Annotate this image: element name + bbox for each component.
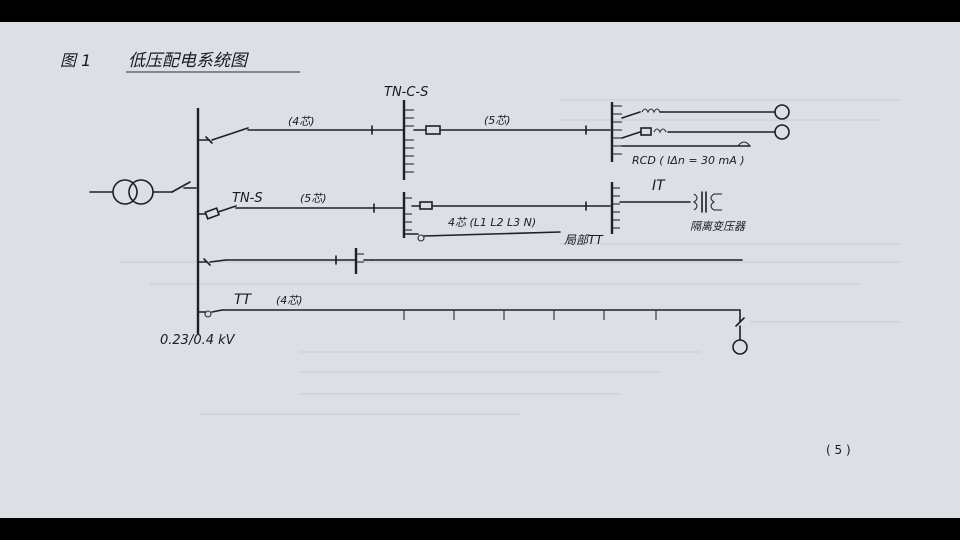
label-four-core-l: 4芯 (L1 L2 L3 N) (448, 216, 536, 229)
tncs-distribution-bus: TN-C-S (384, 85, 428, 180)
label-tncs: TN-C-S (384, 85, 428, 100)
page-number: ( 5 ) (826, 443, 851, 457)
label-voltage: 0.23/0.4 kV (160, 333, 236, 348)
socket-1-icon (774, 104, 790, 120)
feeder-tncs: (4芯) (197, 115, 405, 144)
label-rcd: RCD ( IΔn = 30 mA ) (632, 154, 745, 167)
isolation-transformer-icon (693, 191, 722, 213)
label-local-tt: 局部TT (564, 233, 604, 247)
it-panel: IT 隔离变压器 (610, 178, 746, 234)
feeder-tns: TN-S (5芯) (197, 191, 405, 220)
label-tns: TN-S (232, 191, 263, 206)
low-voltage-distribution-diagram: 图 1 低压配电系统图 (4芯) (60, 51, 900, 457)
ground-socket-icon (732, 339, 748, 355)
label-tns-five-core: (5芯) (300, 192, 327, 205)
tns-distribution-bus: 4芯 (L1 L2 L3 N) 局部TT (402, 192, 611, 247)
feeder-five-core: (5芯) (413, 114, 611, 135)
socket-2-icon (774, 124, 790, 140)
label-tt-four-core: (4芯) (276, 294, 303, 307)
label-it: IT (652, 178, 666, 194)
feeder-row-3 (197, 248, 743, 274)
figure-number: 图 1 (60, 51, 91, 70)
label-five-core-top: (5芯) (484, 114, 511, 127)
transformer-symbol (89, 179, 197, 205)
feeder-tt: TT (4芯) (197, 292, 748, 355)
paper-page: 图 1 低压配电系统图 (4芯) (0, 22, 960, 518)
label-isolation-transformer: 隔离变压器 (690, 220, 746, 233)
show-through-texture (120, 99, 900, 415)
upper-right-panel: RCD ( IΔn = 30 mA ) (610, 102, 790, 167)
label-four-core: (4芯) (288, 115, 315, 128)
figure-title: 低压配电系统图 (128, 51, 249, 71)
label-tt: TT (234, 292, 253, 308)
